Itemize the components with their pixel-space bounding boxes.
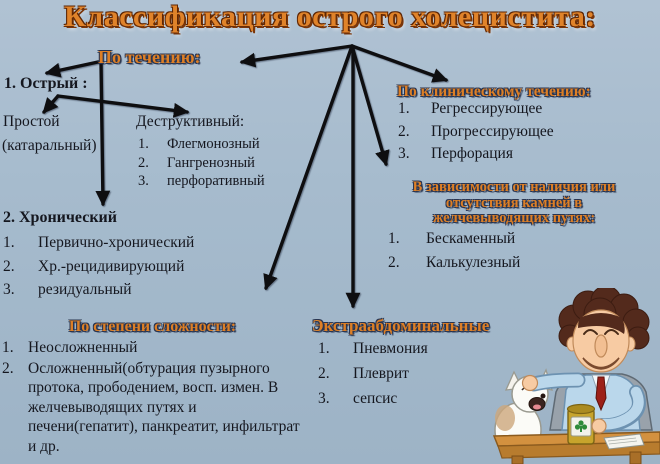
doctor-illustration [492,288,660,464]
list-item-number: 2. [398,122,410,140]
arrow-to-po-techeniyu [239,44,354,68]
list-item: 1. Бескаменный [388,230,520,254]
header-destruktivnyj: Деструктивный: [136,113,245,130]
header-klinicheskoe: По клиническому течению: [397,83,591,100]
list-item-number: 3. [138,173,149,189]
arrow-to-khronicheskij [95,60,111,207]
list-item-text: Регрессирующее [431,100,543,117]
list-item: 2. Осложненный(обтурация пузырного прото… [2,359,306,457]
list-item: 1. Флегмонозный [138,136,265,155]
list-item-text: Неосложненный [28,339,138,356]
header-kamni-line: отсутствия камней в [445,194,583,211]
list-item-number: 2. [138,154,149,171]
list-item-number: 1. [318,340,330,357]
khronicheskij-list: 1. Первично-хронический 2. Хр.-рецидивир… [3,234,194,305]
ekstra-list: 1. Пневмония 2. Плеврит 3. сепсис [318,340,428,415]
list-item-text: Плеврит [353,365,409,382]
list-item-text: Пневмония [353,340,428,357]
list-item-text: Осложненный(обтурация пузырного протока,… [28,359,300,455]
header-kamni: В зависимости от наличия или отсутствия … [382,179,646,227]
destruktivnyj-list: 1. Флегмонозный 2. Гангренозный 3. перфо… [138,136,265,192]
list-item: 2. Калькулезный [388,254,520,278]
header-khronicheskij: 2. Хронический [3,209,117,226]
list-item-text: Прогрессирующее [431,122,554,140]
arrow-to-klinicheskoe [350,44,449,83]
list-item-number: 2. [388,253,400,271]
list-item-text: Бескаменный [426,230,516,247]
list-item-text: Флегмонозный [167,136,260,152]
list-item-text: перфоративный [167,173,265,189]
list-item: 1. Неосложненный [2,338,306,358]
list-item: 3. резидуальный [3,281,194,305]
arrow-to-ostryj [44,60,100,78]
arrow-to-slozhnost [263,44,354,291]
header-kamni-line: желчевыводящих путях: [432,210,596,226]
arrow-to-kamni [350,44,390,167]
list-item: 1. Регрессирующее [398,100,554,123]
header-ekstra: Экстраабдоминальные [312,316,490,335]
page-title: Классификация острого холецистита: [64,0,596,33]
list-item-number: 1. [3,234,15,251]
list-item-number: 1. [388,230,400,247]
list-item-text: Хр.-рецидивирующий [38,257,185,275]
list-item-text: резидуальный [38,281,132,298]
list-item-text: Калькулезный [426,253,521,271]
list-item-number: 1. [398,100,410,117]
header-slozhnost: По степени сложности: [68,318,237,335]
list-item: 2. Плеврит [318,365,428,390]
list-item-text: Первично-хронический [38,234,195,251]
list-item: 3. перфоративный [138,173,265,192]
list-item-number: 1. [138,136,149,152]
list-item-number: 2. [3,257,15,275]
klinicheskoe-list: 1. Регрессирующее 2. Прогрессирующее 3. … [398,100,554,168]
list-item: 2. Гангренозный [138,155,265,174]
list-item-text: Гангренозный [167,154,255,171]
header-kamni-line: В зависимости от наличия или [412,179,616,195]
list-item-number: 3. [3,281,15,298]
list-item: 1. Пневмония [318,340,428,365]
list-item: 2. Прогрессирующее [398,123,554,146]
kamni-list: 1. Бескаменный 2. Калькулезный [388,230,520,277]
list-item: 1. Первично-хронический [3,234,194,258]
label-ostryj: 1. Острый : [4,75,88,92]
list-item-number: 3. [318,390,330,407]
list-item: 3. Перфорация [398,145,554,168]
label-prostoj-sub: (катаральный) [2,137,97,154]
list-item-number: 2. [2,359,14,377]
arrow-to-destruktivnyj [56,94,190,118]
arrow-to-prostoj [42,94,60,114]
list-item-text: Перфорация [431,145,513,162]
list-item: 3. сепсис [318,390,428,415]
list-item-number: 2. [318,365,330,382]
list-item-text: сепсис [353,390,398,407]
header-po-techeniyu: По течению: [98,47,201,67]
list-item-number: 1. [2,339,14,356]
slozhnost-list: 1. Неосложненный 2. Осложненный(обтураци… [2,338,306,457]
list-item-number: 3. [398,145,410,162]
label-prostoj: Простой [3,113,60,130]
list-item: 2. Хр.-рецидивирующий [3,258,194,282]
